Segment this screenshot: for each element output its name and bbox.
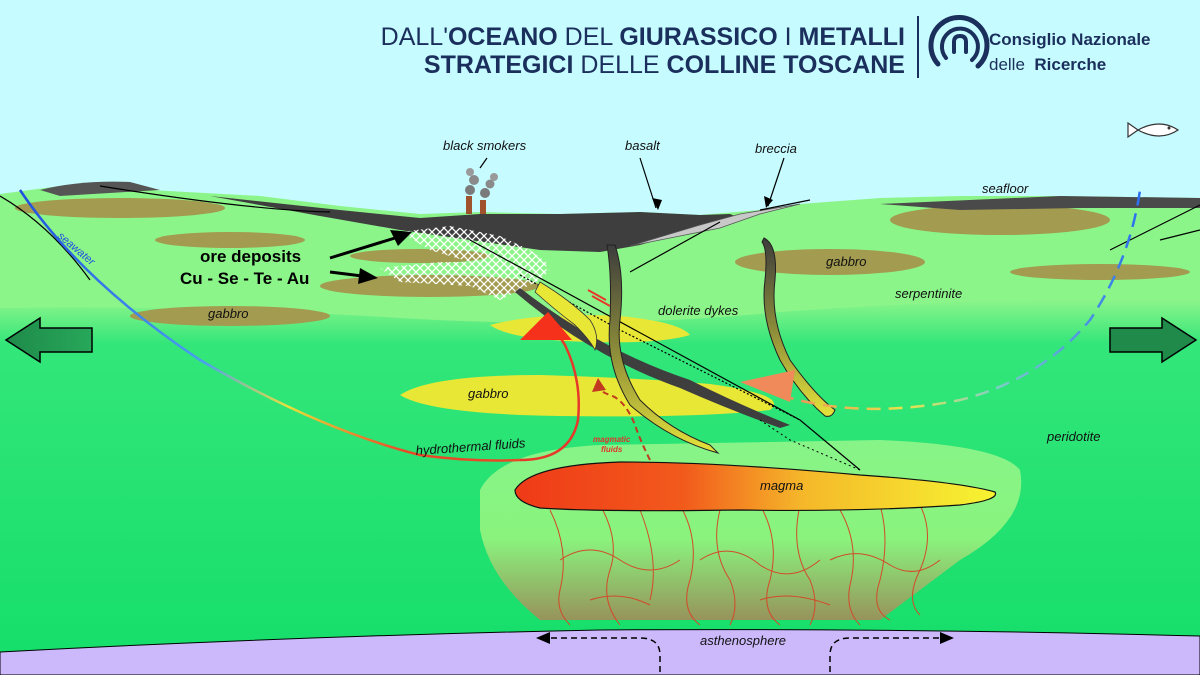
- ore-deposit-arrows: [329, 230, 412, 284]
- label-magmatic-2: fluids: [601, 445, 623, 454]
- label-magmatic-1: magmatic: [593, 435, 631, 444]
- label-seafloor: seafloor: [982, 181, 1029, 196]
- melt-veins: [549, 504, 941, 626]
- return-flow-arrow-head: [740, 370, 795, 402]
- title1-segment: OCEANO: [448, 23, 558, 51]
- seawater-flow-path: [18, 189, 521, 462]
- title2-segment: DELLE: [573, 51, 666, 79]
- ore-deposit-lower: [380, 262, 550, 300]
- gabbro-lenses: [15, 198, 1190, 326]
- label-basalt: basalt: [625, 138, 661, 153]
- label-ore-elements: Cu - Se - Te - Au: [180, 269, 309, 288]
- label-black-smokers: black smokers: [443, 138, 527, 153]
- label-serpentinite: serpentinite: [895, 286, 962, 301]
- label-gabbro-left: gabbro: [208, 306, 248, 321]
- label-ore-deposits: ore deposits: [200, 247, 301, 266]
- black-smokers-icon: [465, 168, 498, 214]
- title-line-2: STRATEGICI DELLE COLLINE TOSCANE: [424, 51, 905, 79]
- title2-segment: COLLINE TOSCANE: [667, 51, 905, 79]
- title1-segment: DEL: [558, 23, 620, 51]
- dolerite-dyke-1: [606, 244, 720, 454]
- asthenosphere-layer: [0, 629, 1200, 675]
- title2-segment: STRATEGICI: [424, 51, 574, 79]
- seafloor-right: [880, 196, 1200, 210]
- cnr-logo-icon: [928, 14, 990, 69]
- logo-line-2-bold: Ricerche: [1034, 55, 1106, 74]
- right-arrow-icon: [1109, 316, 1198, 364]
- label-breccia: breccia: [755, 141, 797, 156]
- label-asthenosphere: asthenosphere: [700, 633, 786, 648]
- basalt-layer: [210, 196, 740, 252]
- dolerite-dyke-2: [761, 237, 836, 417]
- return-flow-path: [779, 189, 1142, 411]
- fault-zone: [515, 288, 790, 428]
- logo-line-2: delle Ricerche: [989, 55, 1106, 74]
- title1-segment: DALL': [381, 23, 448, 51]
- magma-chamber: [514, 461, 997, 512]
- hydrothermal-arrow-head: [520, 312, 572, 340]
- logo-line-1: Consiglio Nazionale: [989, 30, 1151, 49]
- title1-segment: I: [778, 23, 799, 51]
- label-dolerite-dykes: dolerite dykes: [658, 303, 739, 318]
- label-gabbro-right: gabbro: [826, 254, 866, 269]
- magmatic-fluids-arrow: [597, 384, 651, 461]
- fault-lines: [0, 185, 1200, 471]
- label-gabbro-center: gabbro: [468, 386, 508, 401]
- title-line-1: DALL'OCEANO DEL GIURASSICO I METALLI: [381, 23, 905, 51]
- title1-segment: GIURASSICO: [619, 23, 777, 51]
- asthenosphere-flow: [545, 637, 945, 672]
- left-arrow-icon: [4, 316, 93, 364]
- label-peridotite: peridotite: [1046, 429, 1100, 444]
- fish-icon: [1127, 121, 1180, 139]
- label-magma: magma: [760, 478, 803, 493]
- title1-segment: METALLI: [799, 23, 905, 51]
- seafloor-left: [40, 181, 160, 196]
- logo-line-2-regular: delle: [989, 55, 1025, 74]
